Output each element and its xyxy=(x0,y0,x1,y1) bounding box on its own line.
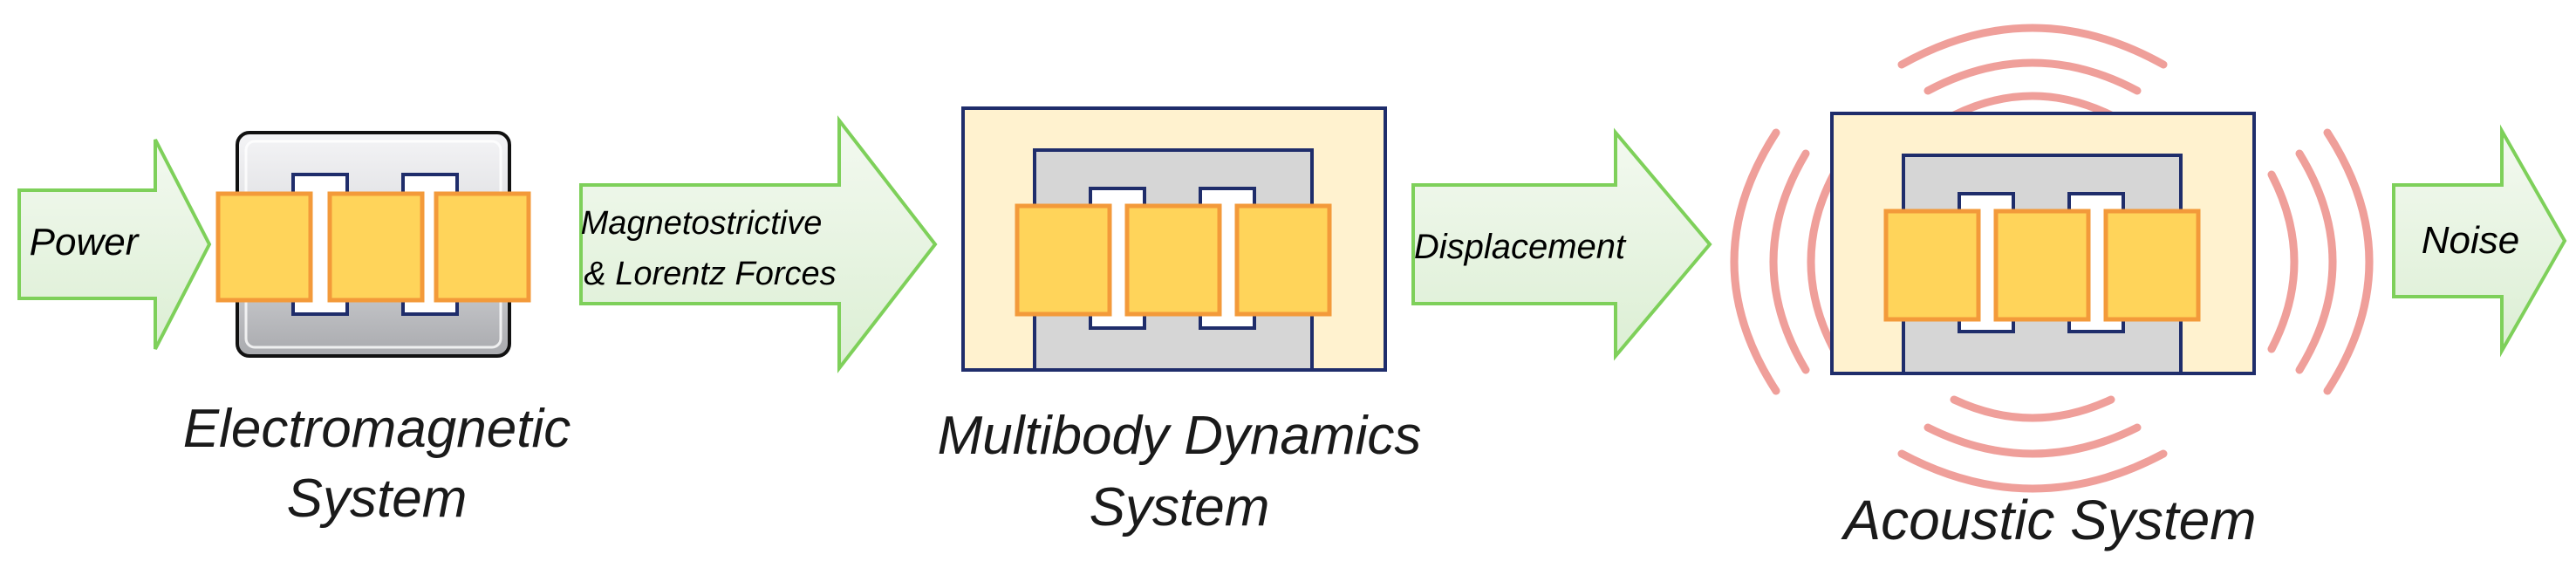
multibody-label-line2: System xyxy=(1090,477,1270,537)
multibody-coil-1 xyxy=(1015,203,1112,317)
top-wave-inner xyxy=(1950,92,2115,120)
displacement-arrow: Displacement xyxy=(1411,127,1712,361)
power-arrow: Power xyxy=(17,139,212,350)
electromagnetic-label-line1: Electromagnetic xyxy=(183,399,571,459)
right-wave-outer xyxy=(2323,128,2374,395)
multibody-coil-2 xyxy=(1124,203,1222,317)
top-wave-outer xyxy=(1897,24,2168,69)
bottom-wave-outer xyxy=(1897,449,2168,493)
power-label: Power xyxy=(30,221,140,264)
left-wave-outer xyxy=(1730,128,1780,395)
power-arrow-shape xyxy=(17,139,212,350)
acoustic-sound-waves xyxy=(1730,24,2374,493)
displacement-arrow-shape xyxy=(1411,127,1712,361)
electromagnetic-coil-2 xyxy=(327,191,425,303)
multibody-label-line1: Multibody Dynamics xyxy=(938,406,1422,466)
right-wave-middle xyxy=(2295,149,2337,374)
left-wave-inner xyxy=(1807,170,1838,353)
noise-arrow: Noise xyxy=(2392,124,2567,358)
electromagnetic-coil-3 xyxy=(434,191,531,303)
acoustic-coil-2 xyxy=(1993,209,2091,322)
left-wave-middle xyxy=(1769,149,1810,374)
multibody-block xyxy=(961,106,1387,372)
acoustic-coil-1 xyxy=(1883,209,1981,322)
multibody-coil-3 xyxy=(1234,203,1332,317)
bottom-wave-inner xyxy=(1950,395,2115,422)
forces-label-line1: Magnetostrictive xyxy=(581,205,823,242)
acoustic-block xyxy=(1830,112,2256,375)
forces-arrow: Magnetostrictive & Lorentz Forces xyxy=(579,115,938,373)
noise-label: Noise xyxy=(2422,219,2520,262)
top-wave-middle xyxy=(1923,58,2142,95)
electromagnetic-label-line2: System xyxy=(287,469,468,529)
right-wave-inner xyxy=(2267,170,2299,353)
electromagnetic-coil-1 xyxy=(215,191,313,303)
displacement-label: Displacement xyxy=(1414,228,1627,266)
noise-arrow-shape xyxy=(2392,124,2567,358)
acoustic-coil-3 xyxy=(2103,209,2201,322)
forces-label-line2: & Lorentz Forces xyxy=(584,256,836,292)
bottom-wave-middle xyxy=(1923,423,2142,458)
acoustic-label: Acoustic System xyxy=(1840,489,2256,551)
forces-arrow-shape xyxy=(579,115,938,373)
electromagnetic-block xyxy=(215,131,531,358)
